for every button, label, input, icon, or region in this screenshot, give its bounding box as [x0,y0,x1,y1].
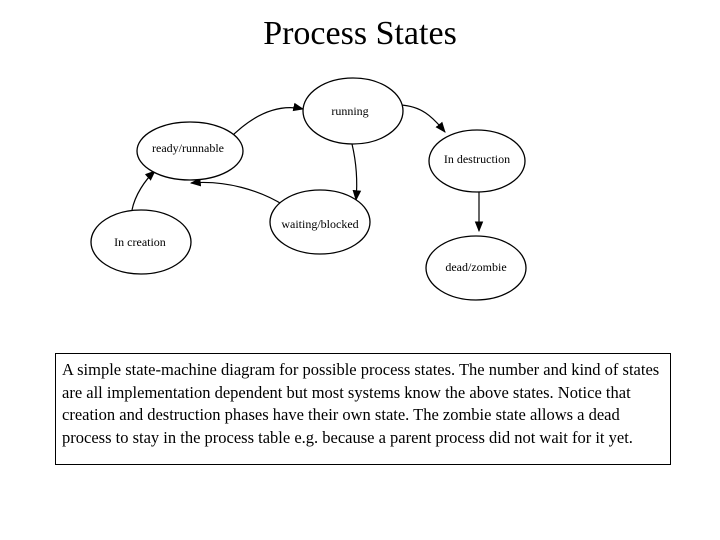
state-waiting-blocked: waiting/blocked [269,189,371,255]
state-running-label: running [331,104,368,118]
state-waiting-blocked-label: waiting/blocked [281,217,358,231]
state-running: running [302,77,404,145]
state-in-creation-label: In creation [114,235,166,249]
state-in-destruction-label: In destruction [444,152,510,166]
page-title: Process States [263,15,457,52]
edge-running-to-destruction [399,104,446,133]
edge-creation-to-ready [131,170,156,211]
edge-running-to-waiting [351,143,362,202]
state-ready-runnable-label: ready/runnable [152,141,224,155]
caption-box: A simple state-machine diagram for possi… [55,353,671,465]
state-dead-zombie: dead/zombie [425,235,527,301]
state-in-creation: In creation [90,209,192,275]
edge-ready-to-running [227,102,305,141]
state-ready-runnable: ready/runnable [136,121,244,181]
state-dead-zombie-label: dead/zombie [445,260,506,274]
edge-waiting-to-ready [189,177,286,207]
state-in-destruction: In destruction [428,129,526,193]
